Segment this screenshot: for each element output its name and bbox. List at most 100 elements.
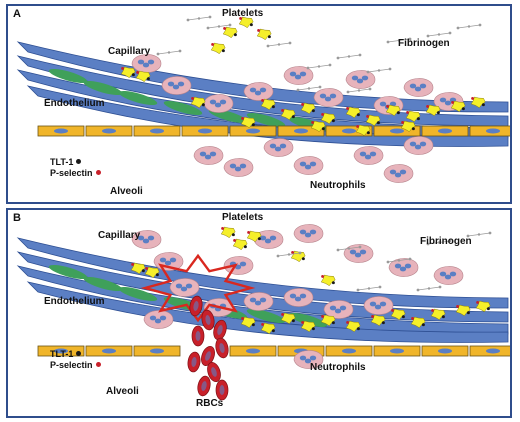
neutrophil-nucleus xyxy=(309,229,317,235)
neutrophil-nucleus xyxy=(444,274,452,280)
neutrophil-nucleus xyxy=(180,286,188,292)
neutrophil-nucleus xyxy=(294,74,302,80)
neutrophil-nucleus xyxy=(369,151,377,157)
platelet xyxy=(405,110,421,123)
neutrophil-nucleus xyxy=(419,83,427,89)
fibrinogen-node xyxy=(448,239,452,243)
fibrinogen-strand xyxy=(386,257,412,264)
neutrophil xyxy=(345,70,376,89)
fibrinogen-strand xyxy=(386,37,412,44)
platelet-body xyxy=(220,226,236,239)
platelet xyxy=(220,226,236,239)
pselectin-marker xyxy=(131,262,135,266)
pselectin-marker xyxy=(257,28,261,32)
fibrinogen-node xyxy=(197,17,201,20)
fibrinogen-node xyxy=(276,254,280,258)
fibrinogen-strand xyxy=(466,231,492,238)
tlt1-marker xyxy=(366,131,370,135)
fibrinogen-strand xyxy=(456,23,482,30)
neutrophil xyxy=(203,94,234,113)
legend-label-pselectin: P-selectin xyxy=(50,359,93,370)
pselectin-marker xyxy=(281,312,285,316)
epithelial-nucleus xyxy=(102,348,116,354)
pselectin-marker xyxy=(211,42,215,46)
neutrophil xyxy=(143,310,174,329)
fibrinogen-node xyxy=(206,26,210,30)
platelet-body xyxy=(400,120,416,133)
platelet-body xyxy=(365,114,381,127)
neutrophil-nucleus xyxy=(349,249,357,255)
fibrinogen-node xyxy=(478,23,482,27)
tlt1-marker xyxy=(131,73,135,77)
pselectin-marker xyxy=(191,96,195,100)
alveoli-label: Alveoli xyxy=(106,386,139,397)
neutrophil-nucleus xyxy=(264,238,272,244)
neutrophil-nucleus xyxy=(239,261,247,267)
tlt1-dot-icon xyxy=(76,351,82,356)
platelet-body xyxy=(385,104,401,117)
platelet xyxy=(300,102,316,115)
tlt1-marker xyxy=(486,307,490,311)
fibrinogen-node xyxy=(388,67,392,71)
neutrophil-nucleus xyxy=(409,83,417,89)
neutrophil-nucleus xyxy=(167,81,175,87)
neutrophil xyxy=(403,136,434,155)
neutrophil-nucleus xyxy=(449,271,457,277)
fibrinogen-node xyxy=(186,18,190,22)
rbc-center xyxy=(219,385,225,395)
epithelial-nucleus xyxy=(54,348,68,354)
neutrophil-nucleus xyxy=(361,75,369,81)
endothelial-nucleus xyxy=(83,276,123,292)
neutrophil-nucleus xyxy=(439,271,447,277)
pselectin-dot-icon xyxy=(95,362,101,367)
neutrophil-nucleus xyxy=(175,283,183,289)
neutrophil-nucleus xyxy=(219,99,227,105)
fibrinogen-node xyxy=(408,257,412,261)
rbc-center xyxy=(219,343,225,353)
platelet xyxy=(455,304,471,317)
fibrinogen-node xyxy=(358,245,362,249)
legend-label-tlt1: TLT-1 xyxy=(50,156,74,167)
pselectin-marker xyxy=(406,110,410,114)
tlt1-marker xyxy=(331,321,335,325)
neutrophil-nucleus xyxy=(379,301,387,307)
platelet-body xyxy=(240,116,256,129)
neutrophil-nucleus xyxy=(359,151,367,157)
pselectin-marker xyxy=(371,314,375,318)
fibrinogen-node xyxy=(167,51,171,54)
neutrophil xyxy=(131,54,162,73)
endothelium-label: Endothelium xyxy=(44,98,105,109)
platelet-body xyxy=(280,312,296,325)
platelet-body xyxy=(210,42,226,55)
fibrinogen-strand xyxy=(356,285,382,292)
fibrinogen-node xyxy=(416,288,420,292)
red-blood-cell xyxy=(215,337,229,359)
neutrophil-nucleus xyxy=(294,296,302,302)
capillary-label: Capillary xyxy=(108,46,151,57)
endothelial-nucleus xyxy=(118,90,158,106)
neutrophil xyxy=(283,66,314,85)
neutrophil-nucleus xyxy=(369,301,377,307)
pselectin-marker xyxy=(145,266,149,270)
fibrinogen-node xyxy=(437,241,441,244)
pselectin-marker xyxy=(281,108,285,112)
neutrophil-nucleus xyxy=(309,161,317,167)
neutrophil-nucleus xyxy=(142,62,150,68)
neutrophil-nucleus xyxy=(177,81,185,87)
tlt1-marker xyxy=(321,127,325,131)
fibrinogen-node xyxy=(377,69,381,72)
pselectin-marker xyxy=(239,16,243,20)
platelet-body xyxy=(370,314,386,327)
neutrophil-nucleus xyxy=(289,293,297,299)
neutrophil xyxy=(363,296,394,315)
platelet xyxy=(370,314,386,327)
pselectin-marker xyxy=(451,100,455,104)
neutrophil-nucleus xyxy=(356,78,364,84)
neutrophil-nucleus xyxy=(379,101,387,107)
alveoli-label: Alveoli xyxy=(110,186,143,197)
legend-b: TLT-1 P-selectin xyxy=(50,348,101,370)
platelet xyxy=(410,316,426,329)
endothelial-nucleus xyxy=(83,80,123,96)
endothelial-nucleus xyxy=(48,68,88,84)
